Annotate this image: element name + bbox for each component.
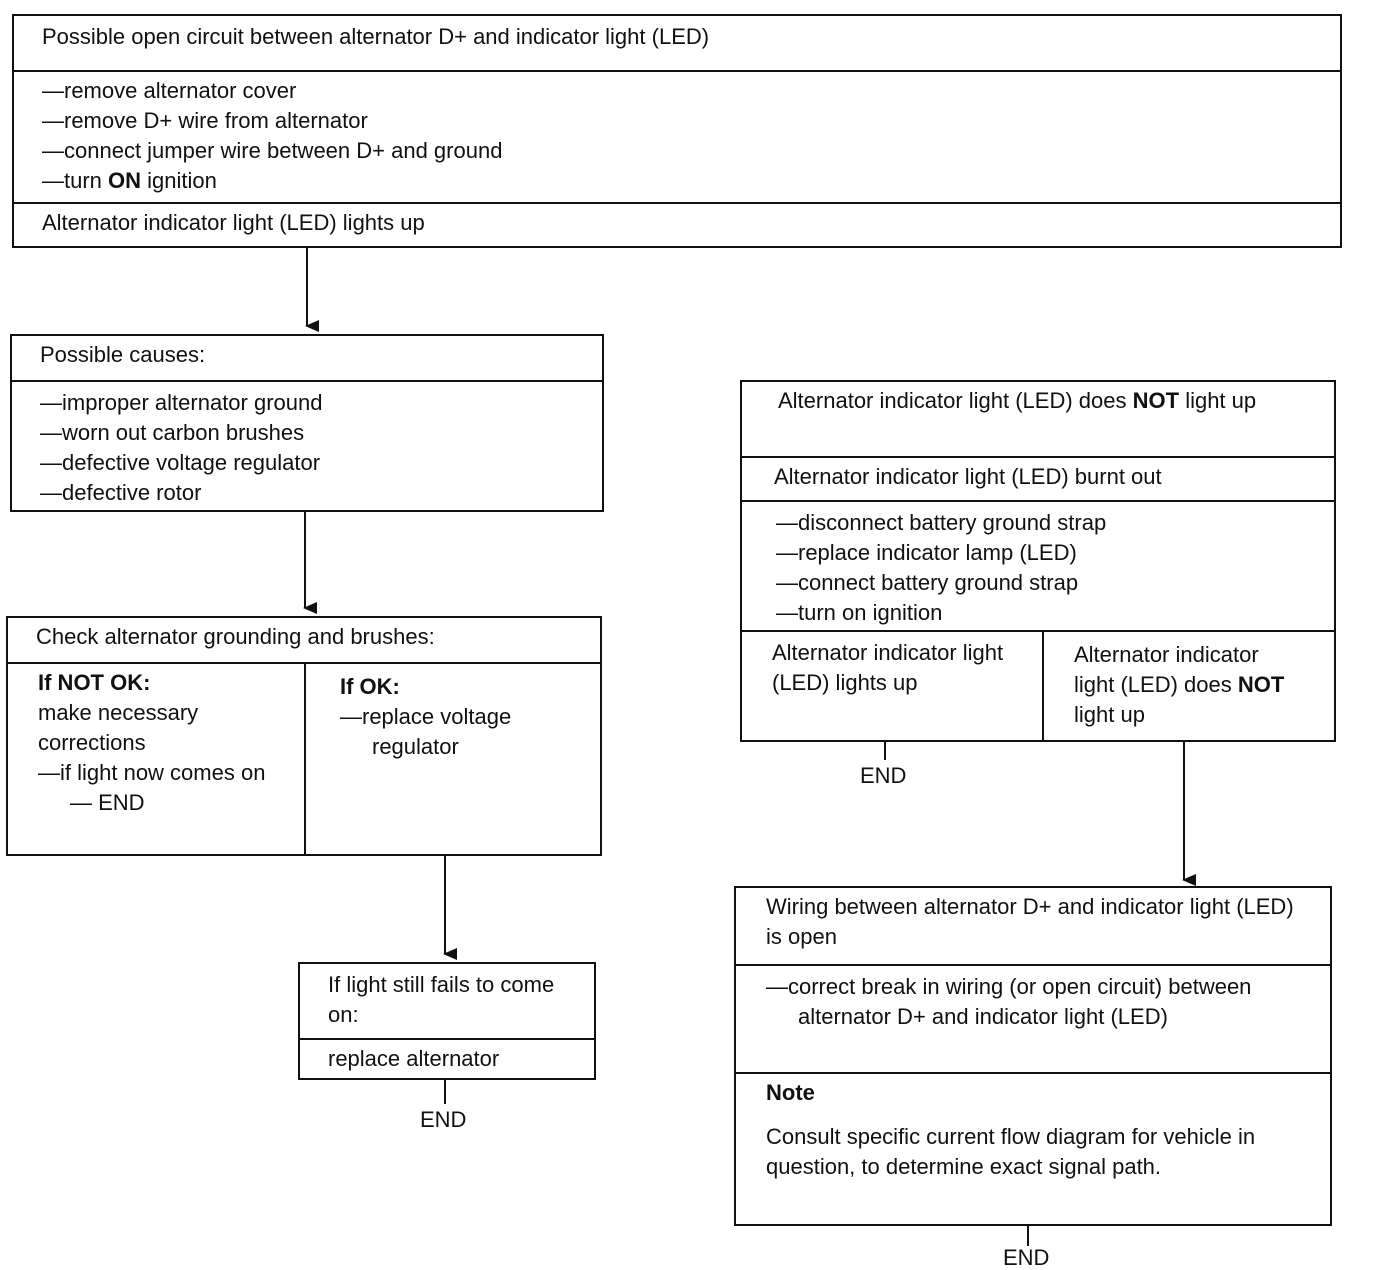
note-text: Consult specific current flow diagram fo…	[766, 1124, 1256, 1179]
not-ok-text: make necessary corrections	[38, 700, 199, 755]
note-heading: Note	[766, 1080, 815, 1105]
end-label: END	[1003, 1245, 1050, 1270]
end-label: END	[420, 1107, 467, 1132]
step-bold: ON	[108, 168, 142, 193]
list-item: defective voltage regulator	[40, 448, 574, 478]
list-item: connect jumper wire between D+ and groun…	[42, 136, 1312, 166]
list-item: disconnect battery ground strap	[776, 508, 1306, 538]
list-item: replace indicator lamp (LED)	[776, 538, 1306, 568]
open-circuit-steps: remove alternator cover remove D+ wire f…	[14, 70, 1340, 202]
replace-alternator-box: If light still fails to come on: replace…	[298, 962, 596, 1080]
not-ok-branch: If NOT OK: make necessary corrections if…	[8, 664, 304, 854]
led-burnt-out-title: Alternator indicator light (LED) burnt o…	[742, 456, 1334, 500]
wiring-open-actions: correct break in wiring (or open circuit…	[736, 964, 1330, 1072]
branch-bold: NOT	[1237, 672, 1285, 697]
led-not-lit-title: Alternator indicator light (LED) does NO…	[742, 382, 1334, 456]
led-not-lit-box: Alternator indicator light (LED) does NO…	[740, 380, 1336, 742]
check-grounding-branches: If NOT OK: make necessary corrections if…	[8, 662, 600, 854]
list-item: turn on ignition	[776, 598, 1306, 628]
open-circuit-box: Possible open circuit between alternator…	[12, 14, 1342, 248]
led-result-branches: Alternator indicator light (LED) lights …	[742, 630, 1334, 740]
check-grounding-box: Check alternator grounding and brushes: …	[6, 616, 602, 856]
end-label: END	[860, 763, 907, 788]
branch-text: light up	[1074, 702, 1145, 727]
wiring-open-title: Wiring between alternator D+ and indicat…	[766, 894, 1294, 949]
list-item: turn ON ignition	[42, 166, 1312, 196]
list-item: improper alternator ground	[40, 388, 574, 418]
branch-text: Alternator indicator light (LED) does	[1074, 642, 1259, 697]
not-ok-label: If NOT OK:	[38, 670, 151, 695]
list-item: remove alternator cover	[42, 76, 1312, 106]
possible-causes-title: Possible causes:	[40, 342, 206, 367]
list-item: replace voltage regulator	[340, 702, 580, 762]
list-item: if light now comes on — END	[38, 758, 284, 818]
replace-alternator-title: If light still fails to come on:	[328, 972, 555, 1027]
title-text: Alternator indicator light (LED) does	[778, 388, 1133, 413]
led-replace-steps: disconnect battery ground strap replace …	[742, 500, 1334, 630]
not-ok-list: if light now comes on — END	[38, 758, 304, 818]
list-item: remove D+ wire from alternator	[42, 106, 1312, 136]
step-text: ignition	[141, 168, 217, 193]
possible-causes-list: improper alternator ground worn out carb…	[12, 380, 602, 514]
list-item: worn out carbon brushes	[40, 418, 574, 448]
list-item: correct break in wiring (or open circuit…	[766, 972, 1302, 1032]
list-item: defective rotor	[40, 478, 574, 508]
replace-alternator-action: replace alternator	[300, 1038, 594, 1078]
open-circuit-result: Alternator indicator light (LED) lights …	[14, 202, 1340, 246]
led-still-not-lit-branch: Alternator indicator light (LED) does NO…	[1042, 632, 1334, 740]
check-grounding-title: Check alternator grounding and brushes:	[36, 624, 435, 649]
ok-label: If OK:	[340, 674, 400, 699]
list-item: connect battery ground strap	[776, 568, 1306, 598]
wiring-open-box: Wiring between alternator D+ and indicat…	[734, 886, 1332, 1226]
ok-list: replace voltage regulator	[340, 702, 600, 762]
note-section: Note Consult specific current flow diagr…	[736, 1072, 1330, 1186]
ok-branch: If OK: replace voltage regulator	[304, 664, 600, 854]
open-circuit-title: Possible open circuit between alternator…	[42, 24, 710, 49]
title-text: light up	[1179, 388, 1257, 413]
step-text: turn	[64, 168, 109, 193]
title-bold: NOT	[1132, 388, 1180, 413]
possible-causes-box: Possible causes: improper alternator gro…	[10, 334, 604, 512]
led-lights-up-branch: Alternator indicator light (LED) lights …	[772, 640, 1004, 695]
